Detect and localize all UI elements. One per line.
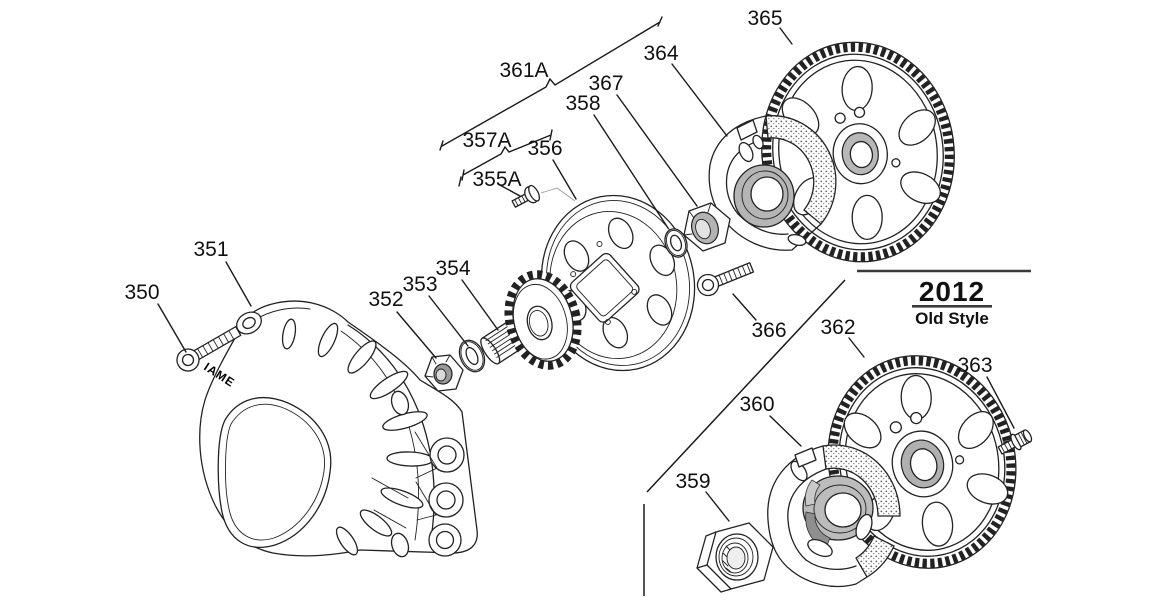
cover-bolt-350	[176, 326, 242, 372]
hex-nut-359	[696, 522, 774, 593]
ring-gear-365	[761, 41, 955, 263]
part-label-360: 360	[739, 393, 774, 416]
part-label-361A: 361A	[499, 59, 548, 82]
leader-lines	[157, 16, 1015, 522]
part-label-357A: 357A	[462, 129, 511, 152]
screw-355A	[511, 184, 576, 208]
part-label-359: 359	[675, 470, 710, 493]
washer-353	[458, 339, 486, 373]
part-label-355A: 355A	[472, 168, 521, 191]
part-label-352: 352	[368, 288, 403, 311]
part-label-363: 363	[957, 354, 992, 377]
part-label-367: 367	[588, 72, 623, 95]
washer-358	[664, 228, 688, 258]
clutch-cover-351: IAME	[199, 300, 478, 558]
section-year: 2012	[919, 276, 985, 307]
part-label-356: 356	[527, 137, 562, 160]
clutch-shoe-assembly-364	[708, 115, 837, 251]
part-label-366: 366	[751, 319, 786, 342]
section-style: Old Style	[915, 309, 989, 328]
part-label-364: 364	[643, 42, 678, 65]
cover-mounting-plate	[371, 390, 465, 558]
bolt-363	[997, 429, 1033, 455]
sprocket-hub	[504, 270, 582, 370]
clutch-shoe-assembly-360	[767, 444, 901, 588]
part-label-365: 365	[747, 7, 782, 30]
part-labels: 350 351 352 353 354 355A 356 357A 358 36…	[124, 7, 992, 493]
part-label-354: 354	[435, 257, 470, 280]
socket-bolt-366	[696, 262, 755, 297]
part-label-353: 353	[402, 273, 437, 296]
part-label-350: 350	[124, 281, 159, 304]
cover-vent-slots	[281, 318, 434, 556]
part-label-362: 362	[820, 316, 855, 339]
section-divider-diagonal	[646, 279, 846, 493]
year-underline	[912, 305, 992, 308]
hex-nut-367	[683, 202, 731, 252]
part-label-358: 358	[565, 92, 600, 115]
hex-nut-352	[424, 354, 464, 392]
part-label-351: 351	[193, 238, 228, 261]
